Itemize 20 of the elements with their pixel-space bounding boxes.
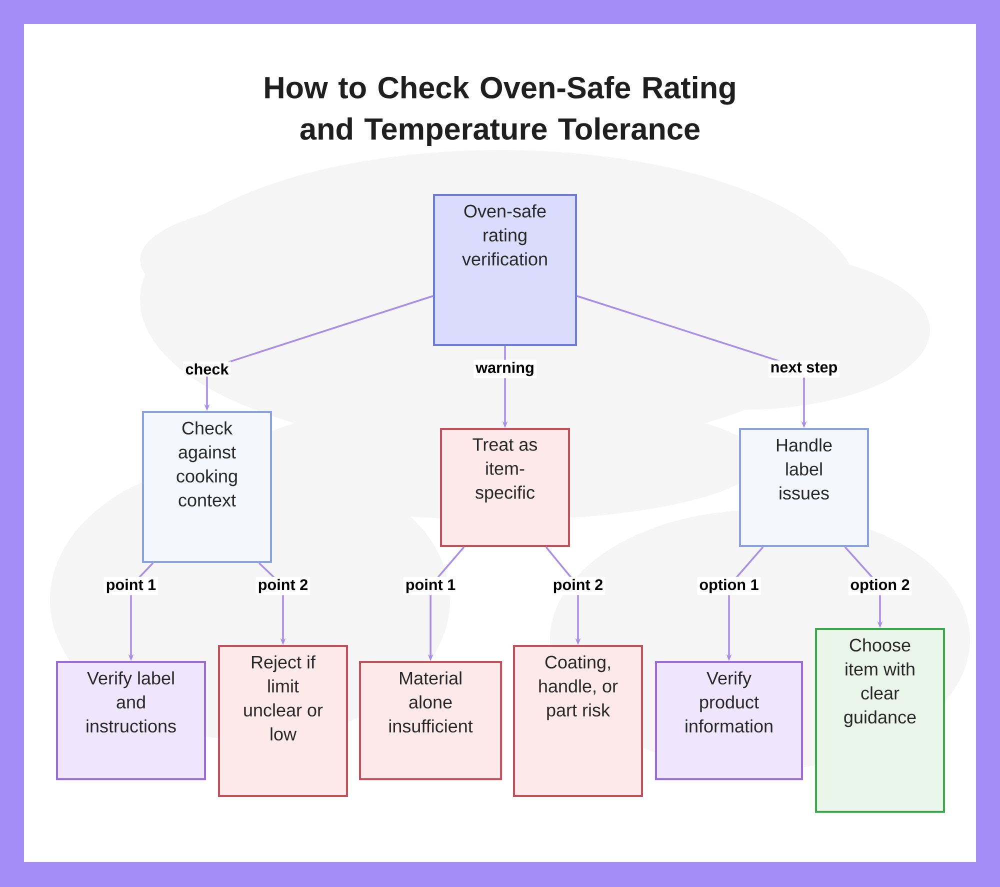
edge-label: next step [771, 362, 838, 376]
process-box: Treat as item-specific [440, 428, 570, 548]
process-box: Verify product information [655, 661, 803, 780]
process-box: Coating, handle, or part risk [513, 645, 643, 797]
edge-label: option 2 [850, 578, 910, 594]
edge-label: check [186, 363, 229, 375]
process-box: Handle label issues [739, 428, 869, 548]
edge-label: point 2 [554, 578, 602, 594]
process-box: Verify label and instructions [56, 661, 206, 780]
process-box: Check against cooking context [142, 411, 272, 563]
edge-label: point 2 [258, 578, 308, 594]
edge-label: warning [476, 362, 534, 376]
process-box: Choose item with clear guidance [815, 628, 945, 813]
edge-label: point 1 [406, 578, 456, 594]
edge-label: option 1 [700, 578, 758, 594]
edge-label: point 1 [106, 578, 156, 594]
process-box: Reject if limit unclear or low [218, 645, 348, 797]
process-box: Material alone insufficient [359, 661, 502, 780]
title: How to Check Oven-Safe Rating and Temperature Tolerance [265, 76, 735, 146]
process-box: Oven-safe rating verification [433, 194, 577, 346]
